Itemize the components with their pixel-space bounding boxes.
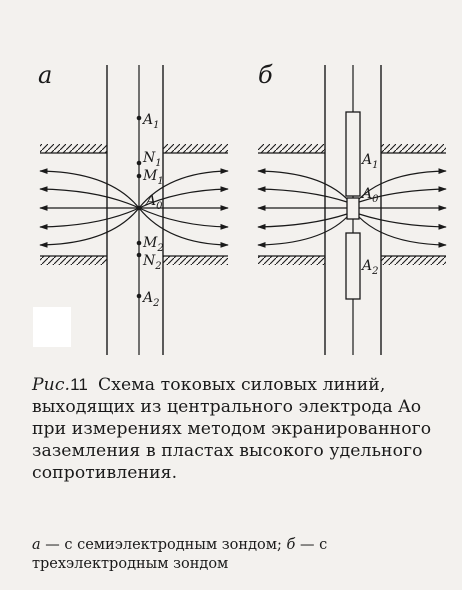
- probe-diagram: а: [38, 61, 447, 355]
- current-lines-a: [39, 168, 229, 248]
- figure-word: Рис.: [32, 375, 71, 395]
- lower-left-hatch: [40, 256, 107, 265]
- subcaption-a-key: а: [32, 537, 41, 553]
- b-lower-left-hatch: [258, 256, 325, 265]
- b-guard-electrode-lower: [345, 232, 361, 300]
- lower-right-hatch: [163, 256, 228, 265]
- subcaption-b-key: б: [286, 537, 296, 553]
- panel-b: б A1 A0 A2: [257, 61, 447, 355]
- current-lines-b: [257, 168, 447, 248]
- b-upper-right-hatch: [381, 144, 446, 153]
- label-n2: N2: [142, 253, 162, 272]
- b-lower-right-hatch: [381, 256, 446, 265]
- b-central-electrode: [346, 197, 360, 220]
- blank-patch: [33, 307, 71, 347]
- label-a2: A2: [141, 290, 160, 309]
- b-upper-left-hatch: [258, 144, 325, 153]
- label-m1: M1: [142, 168, 164, 187]
- subcaption-b-text: — с трехэлектродным зондом: [32, 537, 328, 572]
- b-guard-electrode-upper: [345, 111, 361, 197]
- label-a1: A1: [141, 112, 160, 131]
- panel-b-label: б: [258, 61, 273, 89]
- caption-text: Схема токовых силовых линий, выходящих и…: [32, 375, 432, 483]
- figure-number: 11: [70, 375, 88, 394]
- label-m2: M2: [142, 235, 164, 254]
- panel-a: а: [38, 61, 229, 355]
- electrode-points-a: [136, 115, 142, 299]
- b-label-a2: A2: [360, 258, 379, 277]
- subcaption-a-text: — с семиэлектродным зондом;: [40, 537, 287, 553]
- label-n1: N1: [142, 150, 162, 169]
- label-a0: A0: [144, 193, 163, 212]
- figure-subcaption: а — с семиэлектродным зондом; б — с трех…: [32, 536, 452, 574]
- upper-right-hatch: [163, 144, 228, 153]
- b-label-a0: A0: [360, 186, 379, 205]
- upper-left-hatch: [40, 144, 107, 153]
- panel-a-label: а: [38, 61, 52, 89]
- b-label-a1: A1: [360, 152, 379, 171]
